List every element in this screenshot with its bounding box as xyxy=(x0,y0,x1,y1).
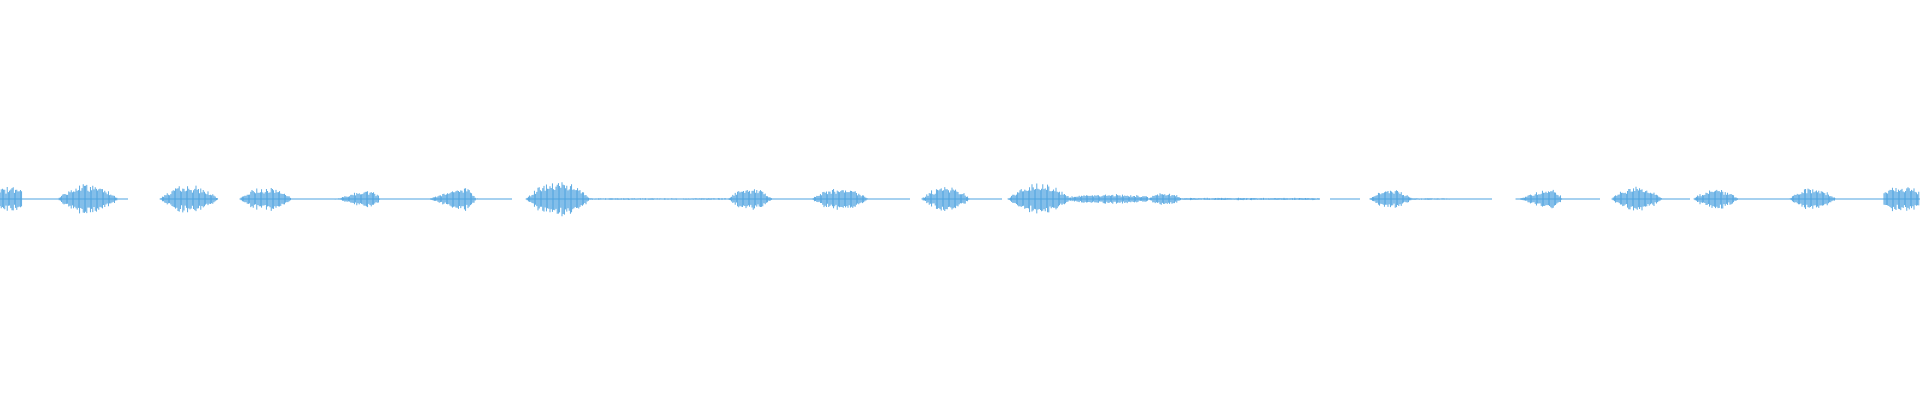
waveform-peaks xyxy=(425,188,479,211)
waveform-peaks xyxy=(1007,183,1073,214)
waveform-segment xyxy=(589,198,728,200)
waveform-peaks xyxy=(1789,188,1837,209)
waveform-segments xyxy=(0,182,1920,217)
waveform-segment xyxy=(1147,193,1183,205)
waveform-peaks xyxy=(159,185,219,213)
waveform-segment xyxy=(1789,188,1837,209)
waveform-peaks xyxy=(727,189,772,210)
waveform-segment xyxy=(525,182,591,217)
waveform-segment xyxy=(239,188,293,211)
waveform-segment xyxy=(159,185,219,213)
waveform-peaks xyxy=(239,188,293,211)
waveform-segment xyxy=(811,189,868,210)
waveform-peaks xyxy=(589,198,728,200)
waveform-segment xyxy=(1071,194,1149,204)
waveform-peaks xyxy=(1611,186,1662,211)
waveform-peaks xyxy=(1883,187,1920,212)
waveform-segment xyxy=(1515,189,1564,209)
waveform-peaks xyxy=(1181,197,1320,201)
waveform-segment xyxy=(57,184,118,214)
waveform-segment xyxy=(1007,183,1073,214)
waveform-segment xyxy=(0,187,23,211)
waveform-peaks xyxy=(1369,190,1412,208)
waveform-peaks xyxy=(1515,189,1564,209)
waveform-peaks xyxy=(1071,194,1149,204)
waveform-peaks xyxy=(0,187,23,211)
waveform-segment xyxy=(727,189,772,210)
waveform-segment xyxy=(1611,186,1662,211)
waveform-segment xyxy=(333,191,383,208)
waveform-peaks xyxy=(57,184,118,214)
waveform-peaks xyxy=(1147,193,1183,205)
waveform-segment xyxy=(1883,187,1920,212)
waveform-segment xyxy=(1369,190,1412,208)
waveform-segment xyxy=(921,187,970,211)
waveform-peaks xyxy=(1411,198,1450,200)
waveform-segment xyxy=(1181,197,1320,201)
waveform-peaks xyxy=(921,187,970,211)
waveform-segment xyxy=(1411,198,1450,200)
waveform-segment xyxy=(1693,189,1738,209)
waveform-segment xyxy=(425,188,479,211)
waveform-peaks xyxy=(333,191,383,208)
waveform-peaks xyxy=(811,189,868,210)
waveform-peaks xyxy=(525,182,591,217)
waveform-peaks xyxy=(1693,189,1738,209)
